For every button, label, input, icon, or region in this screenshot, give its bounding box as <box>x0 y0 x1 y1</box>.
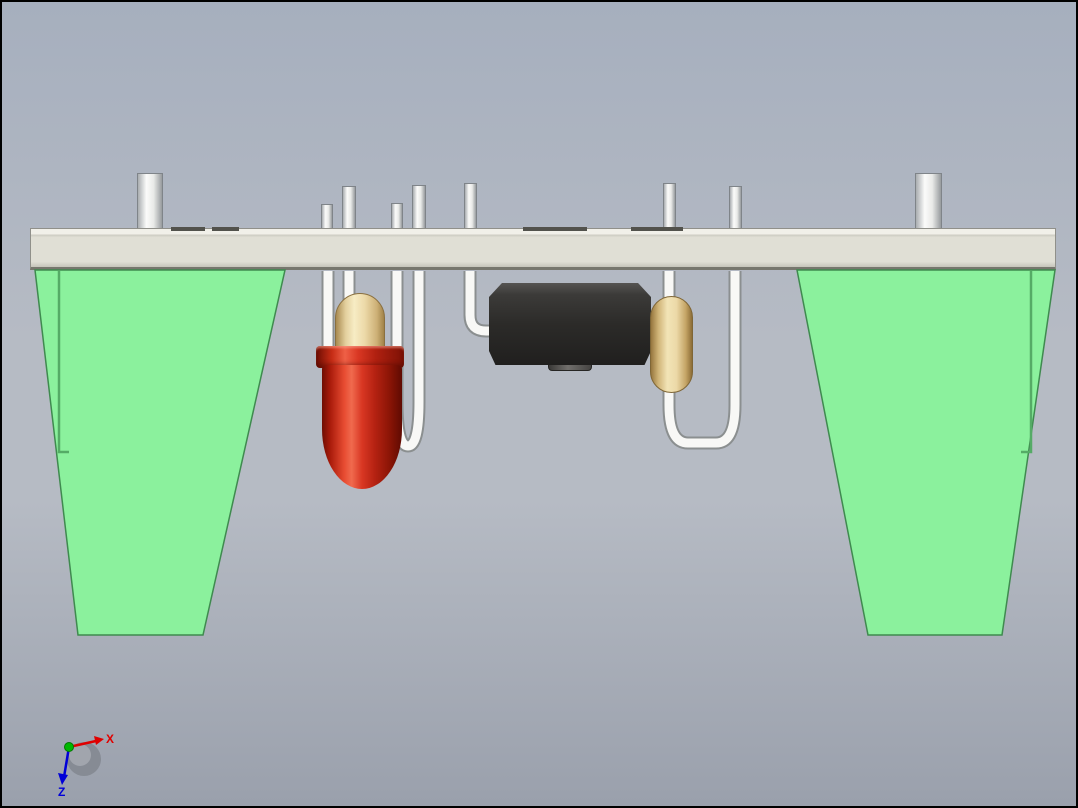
led-spacer-cylinder[interactable] <box>335 293 385 355</box>
lead-pin[interactable] <box>412 185 426 231</box>
lead-pin[interactable] <box>391 203 403 231</box>
standoff-left-groove <box>57 271 69 454</box>
axis-x-label: X <box>106 732 114 746</box>
axis-y-dot <box>64 742 74 752</box>
smd-transistor-body[interactable] <box>489 283 651 365</box>
lead-pin[interactable] <box>342 186 356 231</box>
lead-wire-u-bend-right[interactable] <box>662 271 742 450</box>
capacitor-body[interactable] <box>650 296 693 393</box>
lead-pin[interactable] <box>663 183 676 231</box>
board-hole-mark <box>212 227 239 231</box>
standoff-right[interactable] <box>796 269 1056 636</box>
lead-wire-elbow[interactable] <box>463 271 504 338</box>
header-pin-left[interactable] <box>137 173 163 230</box>
lead-pin[interactable] <box>464 183 477 231</box>
axis-z-label: Z <box>58 785 65 799</box>
board-hole-mark <box>171 227 205 231</box>
board-hole-mark <box>631 227 683 231</box>
lead-pin[interactable] <box>729 186 742 231</box>
board-hole-mark <box>523 227 587 231</box>
circuit-board[interactable] <box>30 227 1056 270</box>
header-pin-right[interactable] <box>915 173 942 230</box>
standoff-left[interactable] <box>34 269 286 636</box>
led-dome[interactable] <box>322 365 402 489</box>
triad-sphere-highlight <box>69 744 91 766</box>
led-flange[interactable] <box>316 346 404 368</box>
standoff-right-groove <box>1021 271 1033 454</box>
lead-pin[interactable] <box>321 204 333 231</box>
orientation-triad: X Z <box>58 732 114 799</box>
axis-z-arrow <box>58 746 71 785</box>
